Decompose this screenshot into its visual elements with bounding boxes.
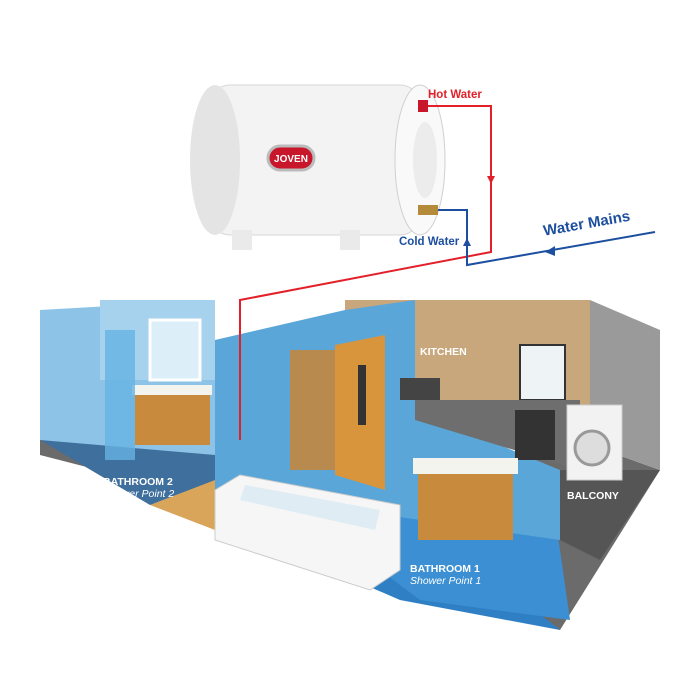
oven (515, 410, 555, 460)
doorway (290, 350, 340, 470)
bathroom2-point: Shower Point 2 (103, 488, 175, 500)
bathroom1-point: Shower Point 1 (410, 575, 482, 587)
shower-curtain (105, 330, 135, 460)
hot-arrow (487, 176, 495, 184)
mains-arrow (545, 246, 555, 256)
kitchen-window (519, 344, 566, 401)
balcony-label: BALCONY (567, 490, 619, 502)
bathroom1-label: BATHROOM 1 Shower Point 1 (410, 563, 481, 587)
water-heater: JOVEN (190, 84, 446, 250)
bathroom1-name: BATHROOM 1 (410, 563, 480, 575)
cold-water-label: Cold Water (399, 236, 460, 248)
balcony-floor (560, 470, 660, 560)
svg-text:JOVEN: JOVEN (274, 154, 308, 165)
bathroom1-sink (413, 458, 518, 474)
bathtub-basin (240, 485, 380, 530)
microwave (400, 378, 440, 400)
cold-water-pipe (438, 209, 656, 267)
cold-arrow (463, 238, 471, 246)
bathroom2-mirror (148, 318, 202, 382)
bathroom1-vanity (418, 470, 513, 540)
kitchen-label: KITCHEN (420, 346, 467, 358)
bathroom2-label: BATHROOM 2 Shower Point 2 (103, 476, 174, 500)
bathroom2-name: BATHROOM 2 (103, 476, 173, 488)
bathroom2-sink (132, 385, 212, 395)
door-window (358, 365, 366, 425)
brand-logo (266, 144, 316, 172)
bathroom2-vanity (135, 390, 210, 445)
hot-water-pipe (239, 105, 492, 440)
washing-machine-door (573, 429, 611, 467)
hot-water-label: Hot Water (428, 89, 482, 101)
